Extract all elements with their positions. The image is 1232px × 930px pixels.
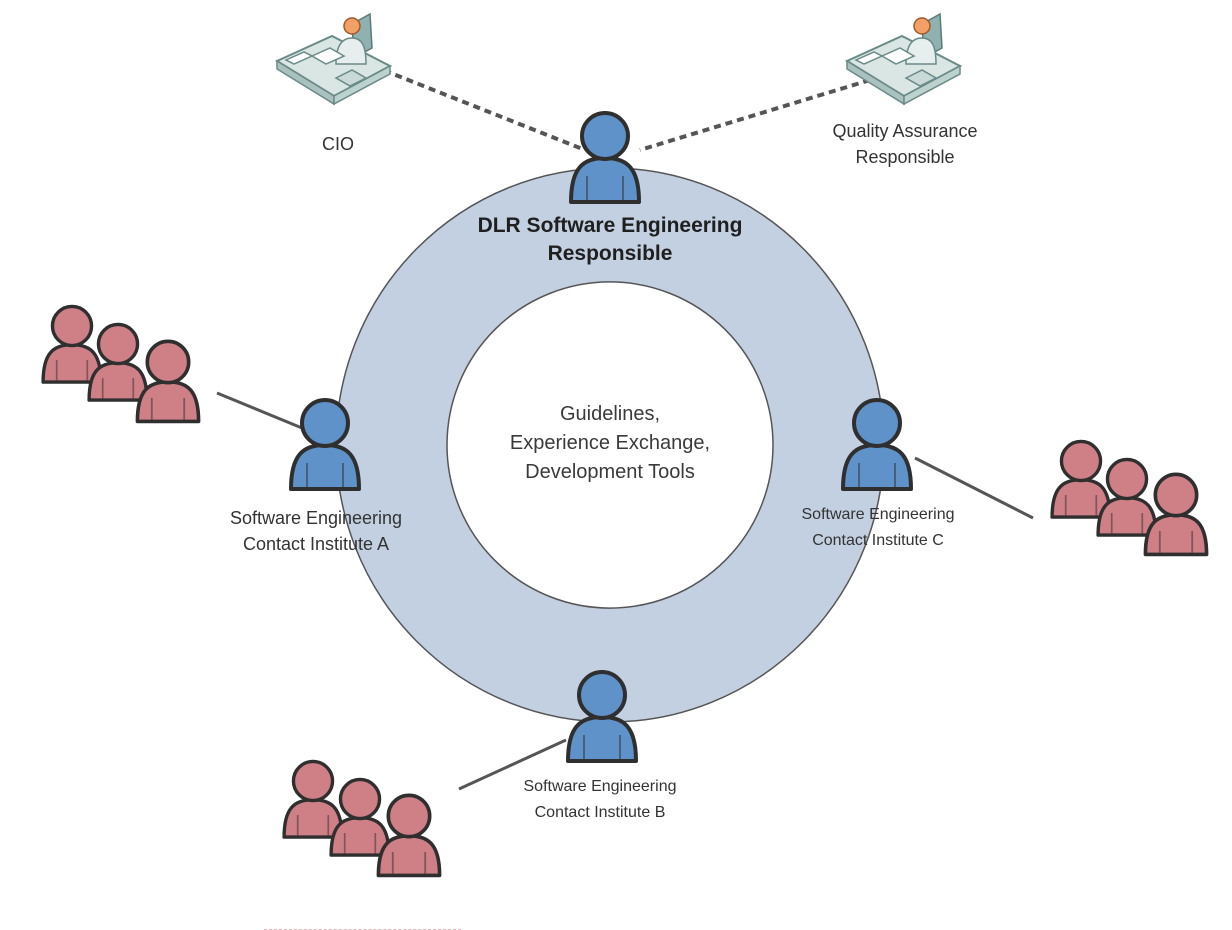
developers-right-group-icon <box>1050 439 1209 557</box>
hub-title: DLR Software Engineering Responsible <box>477 214 743 265</box>
center-topics: Guidelines, Experience Exchange, Develop… <box>509 403 711 483</box>
cio-desk-icon <box>276 13 391 105</box>
hub-person-icon <box>571 113 639 202</box>
qa-desk-icon <box>846 13 961 105</box>
contact-c-label: Software Engineering Contact Institute C <box>801 506 955 549</box>
cio-connector-line <box>372 64 586 152</box>
developers-bottom-group-icon <box>282 759 442 878</box>
dev-left-connector <box>216 391 303 430</box>
dev-right-connector <box>914 456 1034 520</box>
qa-label: Quality Assurance Responsible <box>832 121 978 167</box>
contact-b-label: Software Engineering Contact Institute B <box>523 778 677 821</box>
cio-label: CIO <box>321 134 354 154</box>
developers-left-group-icon <box>41 304 201 424</box>
contact-a-label: Software Engineering Contact Institute A <box>229 508 403 554</box>
qa-connector-line <box>639 78 871 152</box>
dev-bottom-connector <box>458 738 567 791</box>
